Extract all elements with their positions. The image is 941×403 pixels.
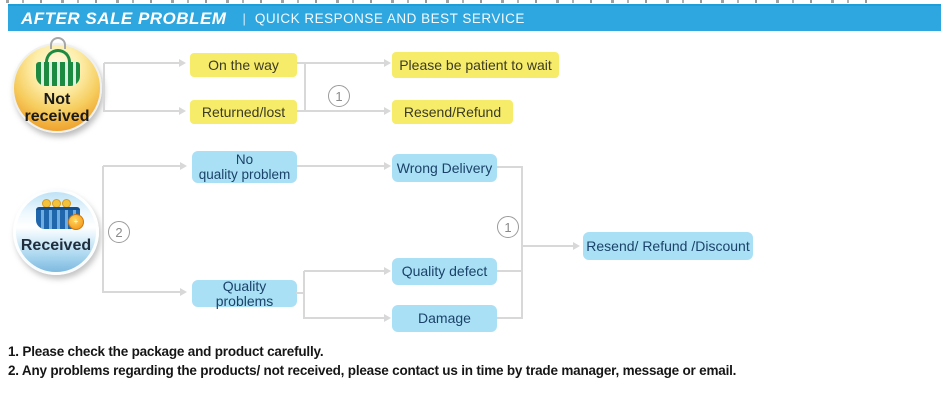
node-damage: Damage xyxy=(392,305,497,332)
flow-line xyxy=(521,166,523,319)
basket-handle-icon xyxy=(45,49,71,64)
arrowhead-icon xyxy=(384,314,391,322)
note-line-2: 2. Any problems regarding the products/ … xyxy=(8,362,737,378)
arrowhead-icon xyxy=(179,107,186,115)
flow-line xyxy=(303,271,305,319)
banner-title: AFTER SALE PROBLEM xyxy=(21,8,227,28)
flow-line xyxy=(497,166,523,168)
step-circle-1: 1 xyxy=(328,85,350,107)
node-quality-problems: Quality problems xyxy=(192,278,297,308)
note-line-1: 1. Please check the package and product … xyxy=(8,344,324,359)
step-circle-1b: 1 xyxy=(497,216,519,238)
received-label: Received xyxy=(20,237,92,254)
received-badge: + Received xyxy=(13,189,99,275)
arrowhead-icon xyxy=(180,288,187,296)
not-received-label: Not received xyxy=(24,91,90,125)
banner-separator: | xyxy=(242,11,246,26)
cropped-text-fragment xyxy=(6,0,886,3)
arrowhead-icon xyxy=(384,267,391,275)
arrowhead-icon xyxy=(179,59,186,67)
node-returned-lost: Returned/lost xyxy=(190,100,297,124)
flow-line xyxy=(497,317,523,319)
step-circle-2: 2 xyxy=(108,221,130,243)
flow-line xyxy=(304,270,385,272)
node-quality-defect: Quality defect xyxy=(392,258,497,285)
arrowhead-icon xyxy=(384,59,391,67)
flow-line xyxy=(104,110,180,112)
node-on-the-way: On the way xyxy=(190,53,297,77)
banner-subtitle: QUICK RESPONSE AND BEST SERVICE xyxy=(254,11,525,26)
node-wrong-delivery: Wrong Delivery xyxy=(392,154,497,182)
arrowhead-icon xyxy=(384,107,391,115)
node-no-quality-problem: No quality problem xyxy=(192,151,297,183)
flow-line xyxy=(297,165,385,167)
flow-line xyxy=(304,317,385,319)
arrowhead-icon xyxy=(384,162,391,170)
arrowhead-icon xyxy=(573,242,580,250)
flow-line xyxy=(103,165,181,167)
node-please-wait: Please be patient to wait xyxy=(392,52,559,78)
coin-badge-icon: + xyxy=(68,214,84,230)
flow-line xyxy=(102,166,104,293)
banner: AFTER SALE PROBLEM | QUICK RESPONSE AND … xyxy=(8,4,941,31)
node-resend-refund-discount: Resend/ Refund /Discount xyxy=(583,232,753,260)
flow-line xyxy=(522,245,574,247)
flow-line xyxy=(104,62,180,64)
flow-line xyxy=(296,292,305,294)
flow-line xyxy=(103,291,181,293)
arrowhead-icon xyxy=(180,162,187,170)
node-resend-refund: Resend/Refund xyxy=(392,100,513,124)
flow-line xyxy=(297,110,385,112)
flow-line xyxy=(103,63,105,112)
not-received-badge: Not received xyxy=(12,37,102,133)
hanger-loop-icon xyxy=(50,37,66,49)
flow-line xyxy=(497,270,523,272)
shopping-basket-icon xyxy=(36,62,80,86)
flow-line xyxy=(304,62,306,112)
flow-line xyxy=(297,62,385,64)
footer-notes: 1. Please check the package and product … xyxy=(8,343,736,380)
